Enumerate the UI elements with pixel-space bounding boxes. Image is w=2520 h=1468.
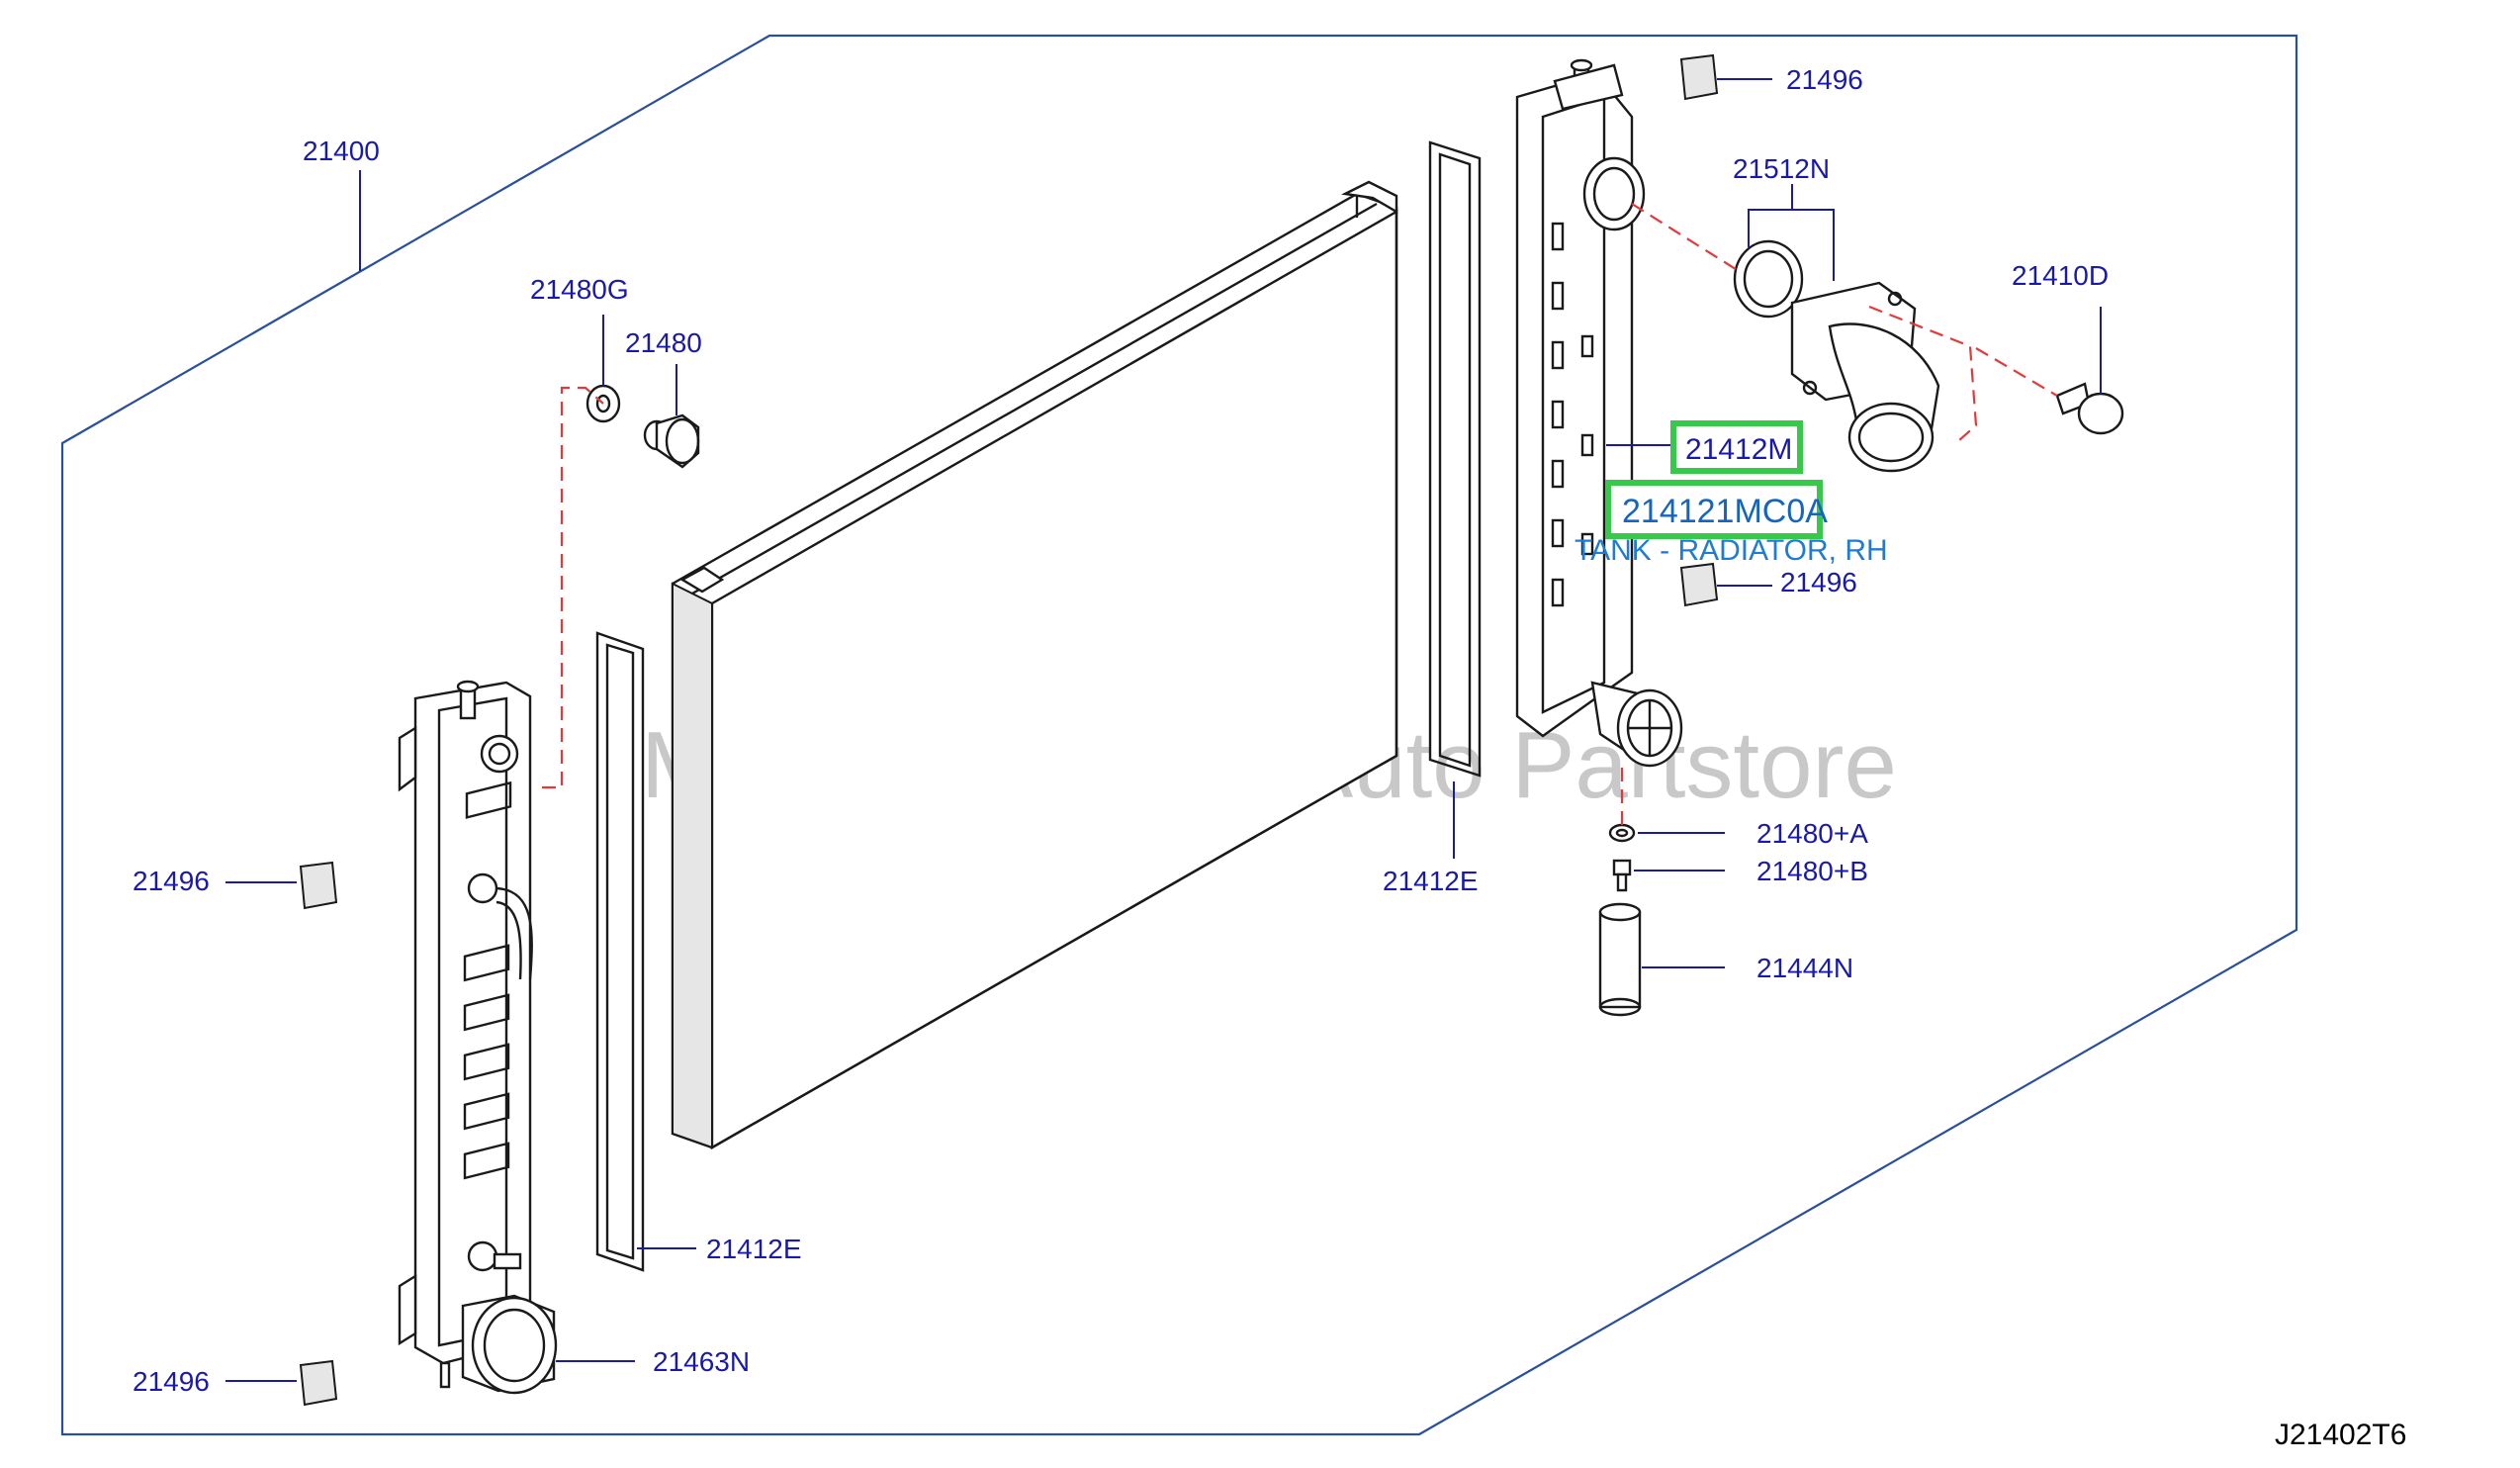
callout-21480A[interactable]: 21480+A	[1756, 818, 1868, 849]
left-seal-gasket	[595, 631, 645, 1272]
part-description: TANK - RADIATOR, RH	[1575, 534, 1888, 567]
callout-21512N[interactable]: 21512N	[1733, 153, 1830, 184]
highlight-box-part-number	[1605, 480, 1823, 539]
callout-21412E-right[interactable]: 21412E	[1383, 866, 1479, 896]
assembly-frame	[60, 34, 2298, 1436]
callout-21463N[interactable]: 21463N	[653, 1346, 750, 1377]
callout-21496-bottom[interactable]: 21496	[133, 1366, 210, 1397]
drain-cock-parts	[1598, 823, 1642, 1017]
radiator-core	[671, 180, 1398, 1150]
left-radiator-tank	[398, 680, 533, 1389]
callout-21410D[interactable]: 21410D	[2012, 260, 2109, 291]
callout-21412M[interactable]: 21412M	[1685, 433, 1792, 466]
part-number-214121MC0A[interactable]: 214121MC0A	[1622, 493, 1828, 530]
clip-pad-bottom	[299, 1359, 338, 1407]
callout-21496-left[interactable]: 21496	[133, 866, 210, 896]
clip-pad-top	[1679, 53, 1719, 101]
grommet-and-bolt	[585, 384, 700, 469]
callout-21480[interactable]: 21480	[625, 327, 702, 358]
callout-21400[interactable]: 21400	[303, 136, 380, 166]
dashed-line-left	[542, 386, 604, 789]
clip-pad-mid	[1679, 562, 1719, 607]
dashed-line-upper-right	[1631, 203, 1740, 272]
callout-21480G[interactable]: 21480G	[530, 274, 629, 305]
callout-21496-top[interactable]: 21496	[1786, 64, 1863, 95]
callout-21444N[interactable]: 21444N	[1756, 953, 1853, 983]
water-outlet-housing	[1733, 239, 1940, 473]
diagram-reference: J21402T6	[2275, 1419, 2406, 1451]
left-tank-cap	[461, 1294, 558, 1395]
callout-21480B[interactable]: 21480+B	[1756, 856, 1868, 886]
callout-21496-mid[interactable]: 21496	[1780, 567, 1857, 597]
callout-21412E-left[interactable]: 21412E	[706, 1234, 802, 1264]
right-seal-gasket	[1428, 140, 1482, 778]
highlight-box-21412M	[1670, 420, 1803, 474]
clip-pad-left	[299, 861, 338, 910]
dashed-line-housing	[1868, 305, 1978, 442]
dashed-line-bolt	[1975, 347, 2058, 397]
right-radiator-tank	[1515, 58, 1683, 768]
flange-bolt	[2055, 382, 2124, 435]
